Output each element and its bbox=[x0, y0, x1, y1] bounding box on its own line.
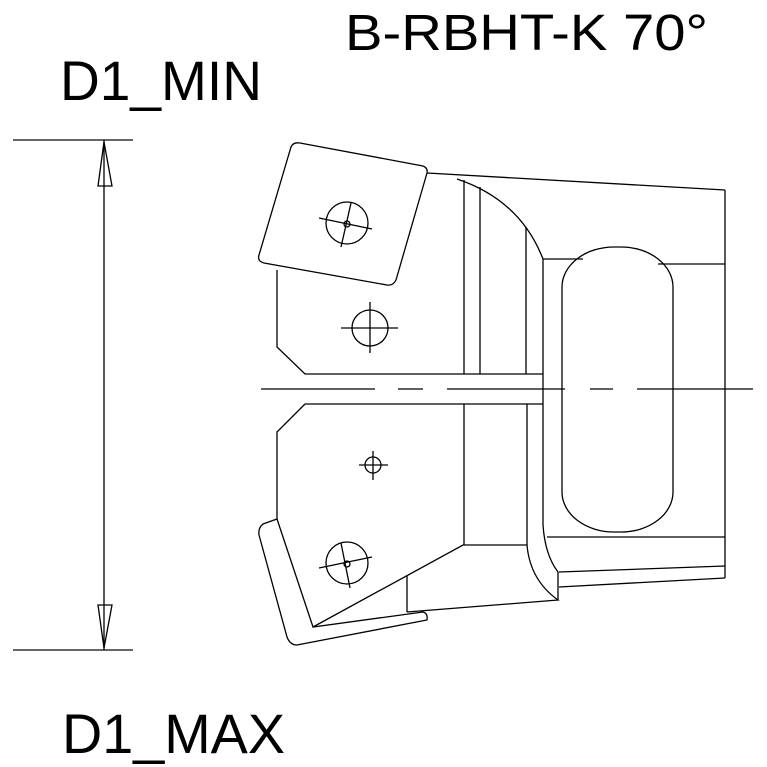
screw-hole-upper-insert bbox=[318, 201, 373, 248]
arrow-down-icon bbox=[97, 604, 113, 649]
slot bbox=[561, 246, 674, 533]
screw-hole-lower-insert bbox=[318, 541, 373, 589]
upper-insert bbox=[257, 142, 428, 286]
d1-max-label: D1_MAX bbox=[62, 702, 285, 765]
drawing-title: B-RBHT-K 70° bbox=[345, 4, 708, 61]
arrow-up-icon bbox=[97, 141, 113, 187]
tool-body bbox=[257, 142, 753, 646]
hole-lower-body bbox=[359, 451, 388, 480]
lower-insert bbox=[258, 518, 428, 646]
hole-upper-body bbox=[341, 302, 398, 353]
d1-min-label: D1_MIN bbox=[60, 49, 262, 112]
dimension-line bbox=[13, 139, 133, 651]
